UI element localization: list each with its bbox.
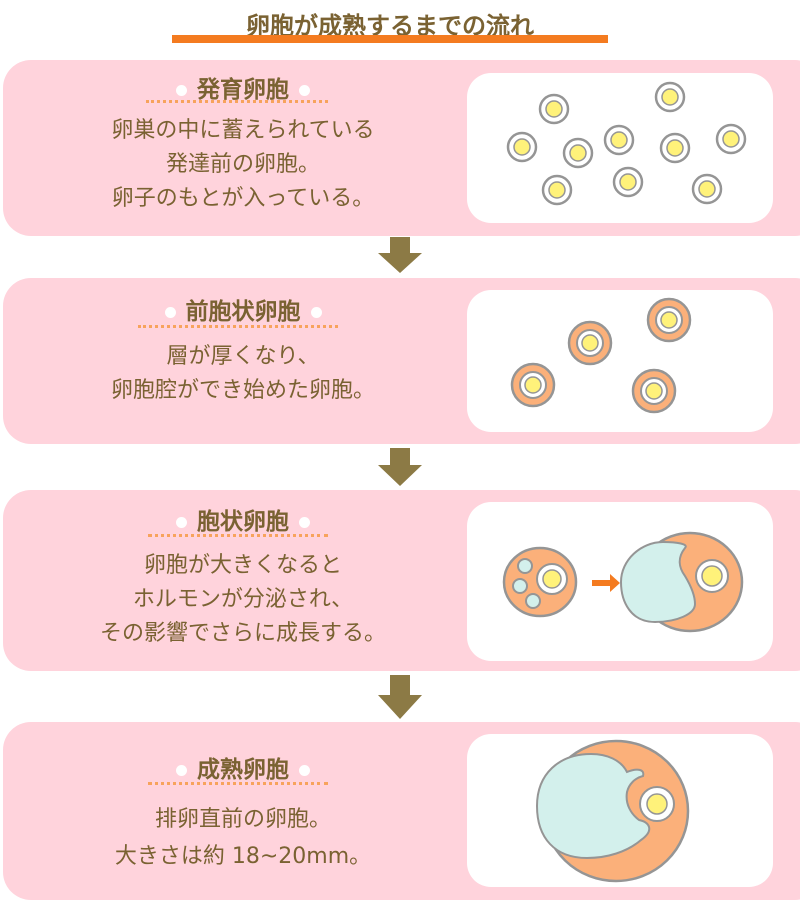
description-line: ホルモンが分泌され、 <box>132 587 354 612</box>
bullet-dot-icon <box>176 85 187 96</box>
bullet-dot-icon <box>299 517 310 528</box>
stage-heading: 前胞状卵胞 <box>3 292 483 326</box>
stage-description: 排卵直前の卵胞。 大きさは約 18~20mm。 <box>3 801 483 875</box>
stage-name: 発育卵胞 <box>197 77 289 103</box>
preantral-follicles-illustration <box>467 290 773 432</box>
description-line: 大きさは約 18~20mm。 <box>114 844 372 869</box>
primordial-follicles-illustration <box>467 73 773 223</box>
stage-description: 卵胞が大きくなると ホルモンが分泌され、 その影響でさらに成長する。 <box>3 549 483 651</box>
description-line: 排卵直前の卵胞。 <box>154 807 331 832</box>
down-arrow-icon <box>378 675 422 719</box>
dotted-underline <box>148 534 328 537</box>
title-underline <box>172 35 608 43</box>
bullet-dot-icon <box>176 765 187 776</box>
stage-description: 層が厚くなり、 卵胞腔ができ始めた卵胞。 <box>3 340 483 408</box>
description-line: 発達前の卵胞。 <box>165 152 320 177</box>
mature-follicle-icon <box>535 739 690 883</box>
preantral-follicles-icon <box>510 297 692 414</box>
description-line: 卵胞が大きくなると <box>143 553 342 578</box>
description-line: 層が厚くなり、 <box>166 344 320 369</box>
stage-heading: 胞状卵胞 <box>3 502 483 536</box>
down-arrow-icon <box>378 237 422 273</box>
stage-description: 卵巣の中に蓄えられている 発達前の卵胞。 卵子のもとが入っている。 <box>3 114 483 216</box>
description-line: 卵子のもとが入っている。 <box>111 186 375 211</box>
stage-name: 成熟卵胞 <box>197 757 289 783</box>
antral-follicles-illustration <box>467 502 773 661</box>
bullet-dot-icon <box>310 307 322 318</box>
dotted-underline <box>138 325 338 328</box>
stage-heading: 発育卵胞 <box>3 70 483 104</box>
description-line: 卵胞腔ができ始めた卵胞。 <box>110 378 375 403</box>
bullet-dot-icon <box>299 765 310 776</box>
down-arrow-icon <box>378 448 422 486</box>
stage-name: 胞状卵胞 <box>197 509 289 535</box>
antral-growth-icon <box>502 531 744 633</box>
dotted-underline <box>146 100 328 103</box>
stage-name: 前胞状卵胞 <box>185 299 301 325</box>
small-follicles-icon <box>506 81 747 206</box>
mature-follicle-illustration <box>467 734 773 887</box>
stage-heading: 成熟卵胞 <box>3 750 483 784</box>
bullet-dot-icon <box>176 517 187 528</box>
bullet-dot-icon <box>164 307 176 318</box>
bullet-dot-icon <box>299 85 310 96</box>
description-line: その影響でさらに成長する。 <box>99 621 386 646</box>
description-line: 卵巣の中に蓄えられている <box>111 118 375 143</box>
dotted-underline <box>148 782 328 785</box>
